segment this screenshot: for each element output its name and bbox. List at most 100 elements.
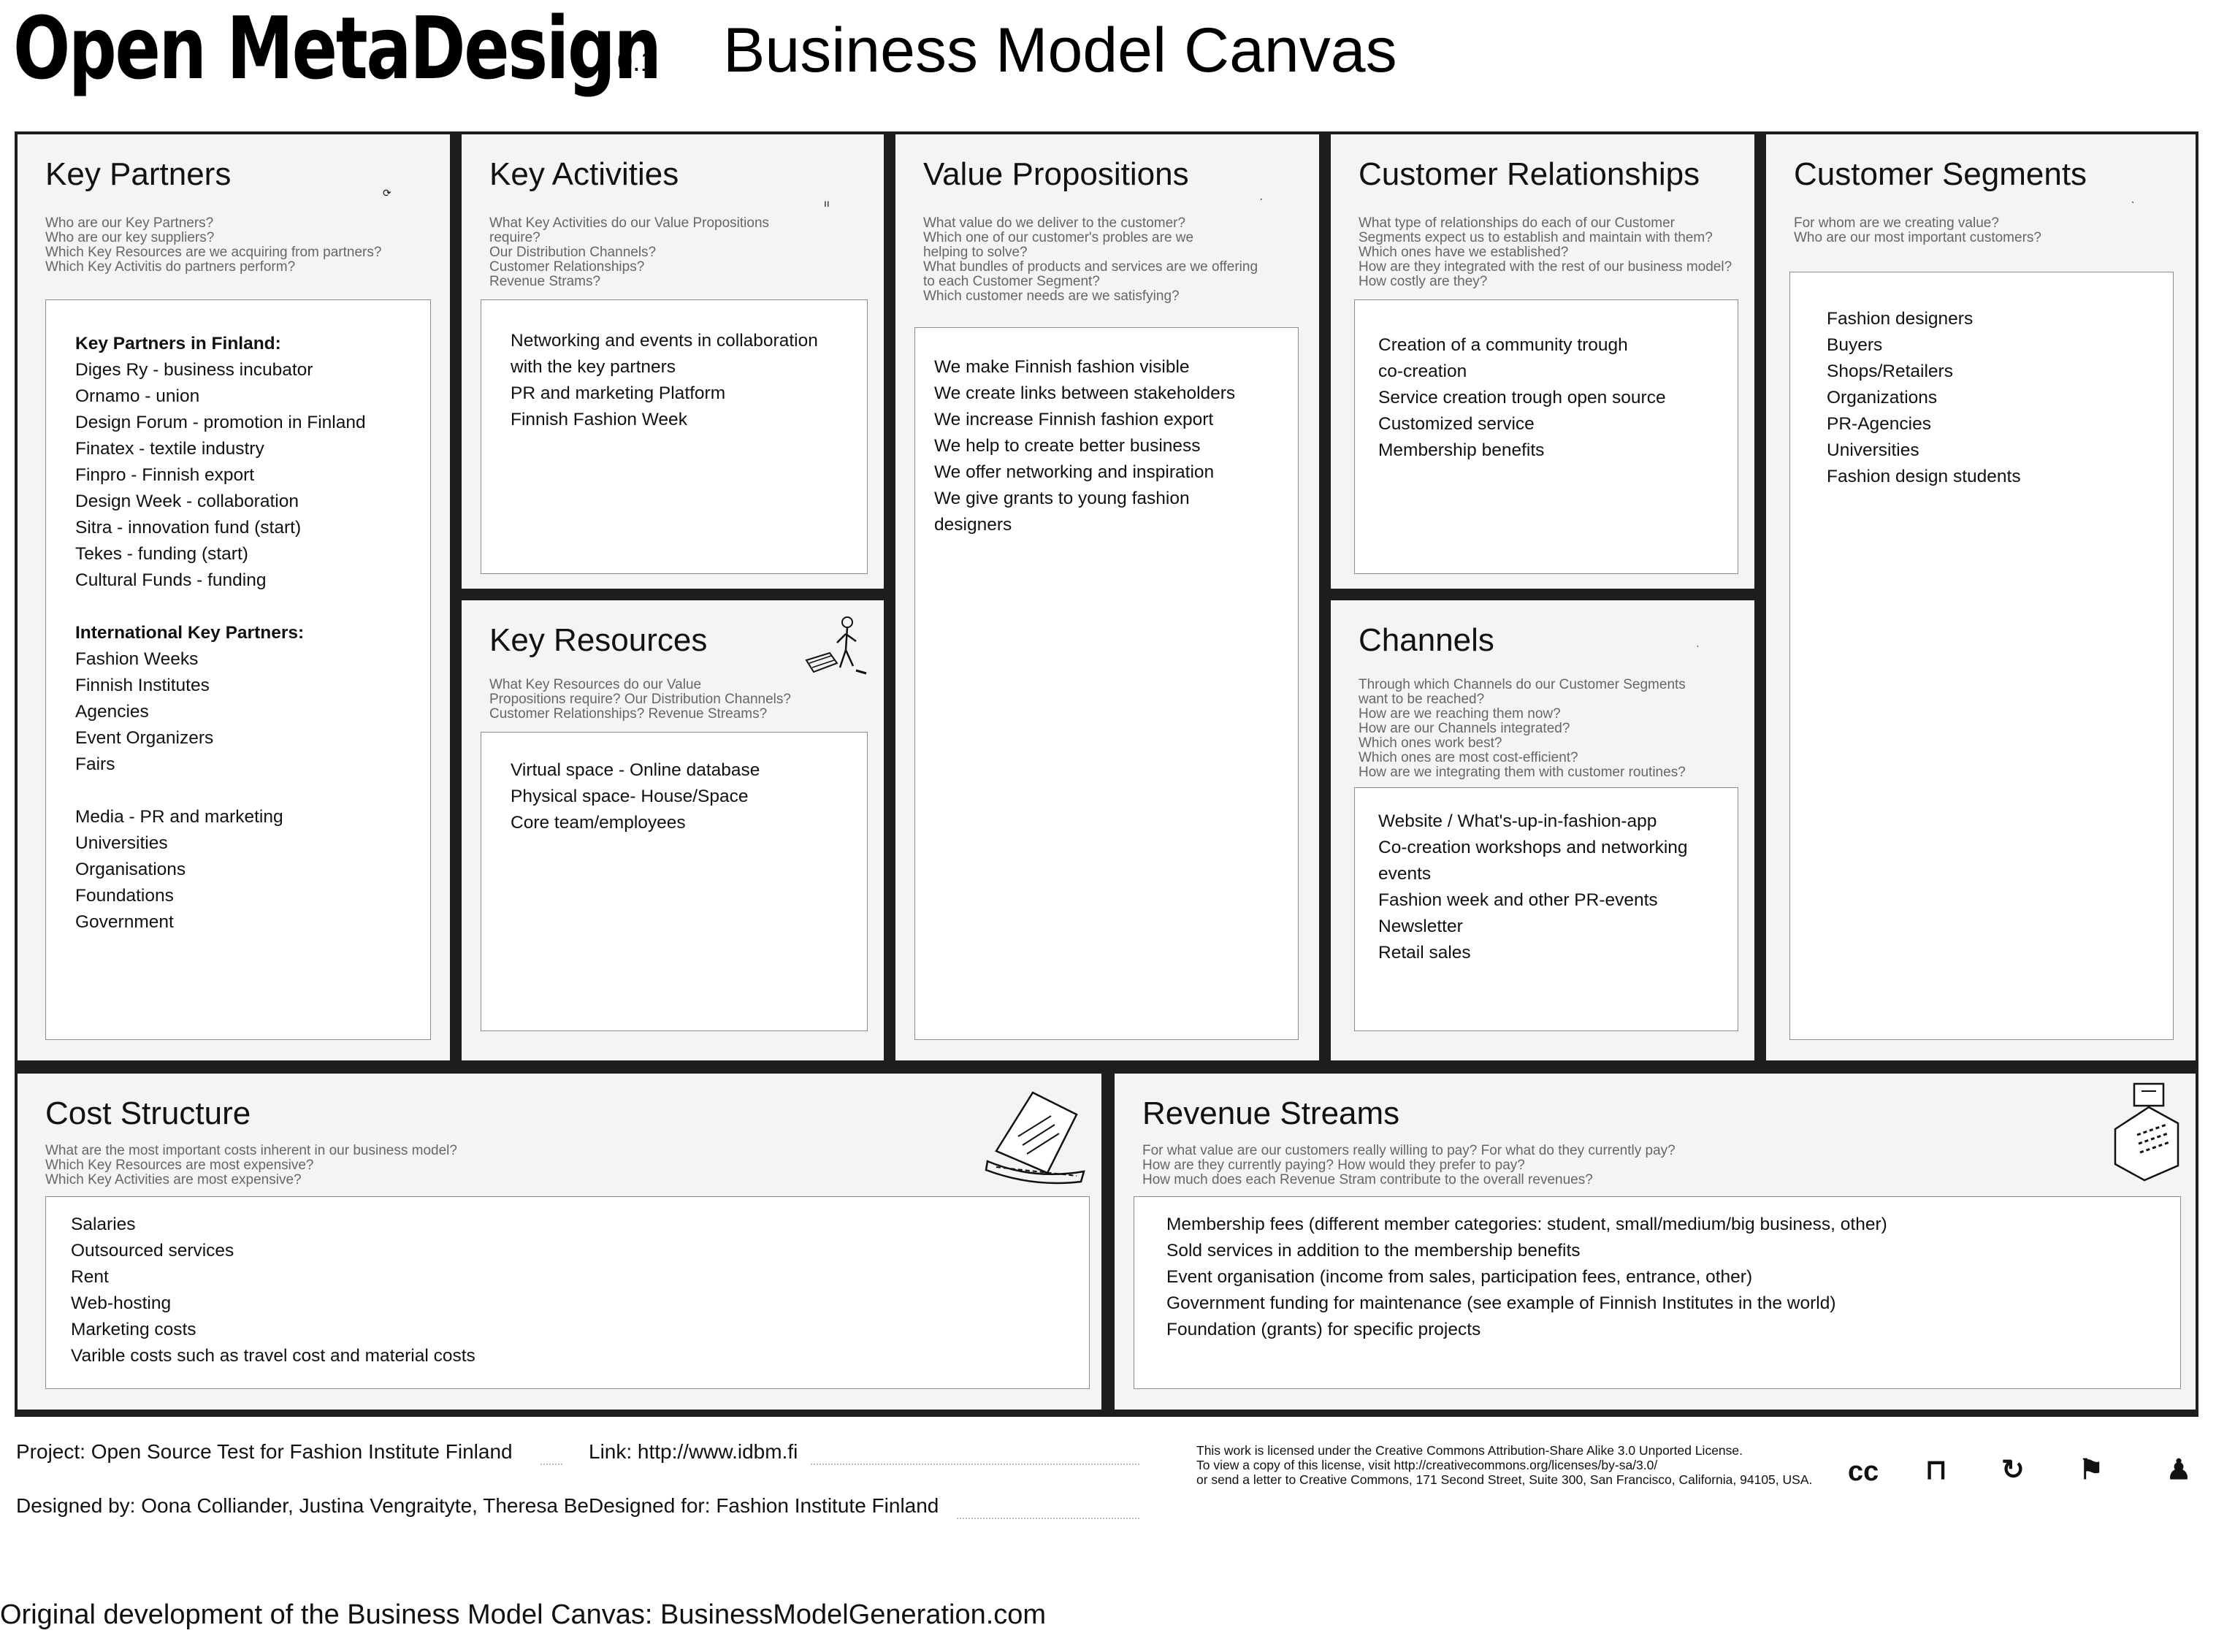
guiding-questions: What are the most important costs inhere…	[45, 1143, 457, 1188]
list-item: Physical space- House/Space	[511, 787, 749, 806]
list-heading: International Key Partners:	[75, 623, 305, 643]
truck-icon: ˌ	[1696, 635, 1700, 647]
list-item: Shops/Retailers	[1827, 362, 1953, 381]
guiding-questions: What Key Activities do our Value Proposi…	[489, 215, 770, 289]
list-item: Design Forum - promotion in Finland	[75, 413, 366, 432]
origin-credit: Original development of the Business Mod…	[0, 1599, 1047, 1630]
guiding-questions: What value do we deliver to the customer…	[923, 215, 1258, 304]
block-title: Cost Structure	[45, 1095, 251, 1131]
link-field[interactable]: Link: http://www.idbm.fi	[589, 1440, 798, 1463]
person-icon: ♟	[2166, 1455, 2192, 1485]
list-item: co-creation	[1378, 362, 1467, 381]
list-item: Fashion design students	[1827, 467, 2021, 486]
version-label: 0.1	[617, 47, 656, 77]
list-item: Finnish Fashion Week	[511, 410, 687, 429]
list-item: Foundation (grants) for specific project…	[1166, 1320, 1481, 1339]
worker-icon	[805, 616, 867, 675]
list-item: Organisations	[75, 860, 186, 879]
key-partners-note[interactable]: Key Partners in Finland: Diges Ry - busi…	[45, 299, 431, 1040]
list-item: Finpro - Finnish export	[75, 465, 255, 485]
page-title: Business Model Canvas	[723, 15, 1397, 85]
list-item: We offer networking and inspiration	[934, 462, 1215, 482]
project-field-underline	[540, 1464, 562, 1465]
people-icon: ˎ	[2131, 191, 2135, 203]
list-item: Design Week - collaboration	[75, 492, 299, 511]
gift-icon: ˏ	[1259, 188, 1263, 200]
list-item: Event organisation (income from sales, p…	[1166, 1267, 1753, 1287]
block-title: Customer Segments	[1794, 156, 2087, 192]
list-item: We help to create better business	[934, 436, 1201, 456]
list-item: Media - PR and marketing	[75, 807, 283, 827]
chain-link-icon: ⟳	[383, 187, 391, 199]
block-revenue-streams: Revenue Streams For what value are our c…	[1115, 1074, 2196, 1410]
list-item: designers	[934, 515, 1012, 535]
guiding-questions: For whom are we creating value? Who are …	[1794, 215, 2041, 245]
list-item: Finnish Institutes	[75, 676, 210, 695]
list-item: Sold services in addition to the members…	[1166, 1241, 1581, 1261]
list-item: Universities	[75, 833, 168, 853]
block-title: Channels	[1359, 622, 1494, 658]
cash-register-icon	[2114, 1082, 2179, 1182]
list-item: Varible costs such as travel cost and ma…	[71, 1346, 475, 1366]
list-item: Marketing costs	[71, 1320, 196, 1339]
list-item: Outsourced services	[71, 1241, 234, 1261]
guiding-questions: For what value are our customers really …	[1142, 1143, 1676, 1188]
list-item: We increase Finnish fashion export	[934, 410, 1214, 429]
list-item: Fashion designers	[1827, 309, 1974, 329]
list-item: Salaries	[71, 1215, 136, 1234]
block-channels: Channels Through which Channels do our C…	[1331, 600, 1754, 1060]
revenue-streams-note[interactable]: Membership fees (different member catego…	[1134, 1196, 2181, 1389]
list-item: Foundations	[75, 886, 174, 906]
share-icon: ↻	[2001, 1455, 2025, 1485]
list-item: Government funding for maintenance (see …	[1166, 1293, 1836, 1313]
block-title: Key Activities	[489, 156, 679, 192]
attribution-icon: ⚑	[2079, 1455, 2104, 1485]
cc-icon: cc	[1848, 1456, 1879, 1487]
list-item: Membership benefits	[1378, 440, 1545, 460]
list-item: We give grants to young fashion	[934, 489, 1190, 508]
list-heading: Key Partners in Finland:	[75, 334, 281, 353]
list-item: Service creation trough open source	[1378, 388, 1666, 408]
list-item: Fashion Weeks	[75, 649, 199, 669]
project-field[interactable]: Project: Open Source Test for Fashion In…	[16, 1440, 513, 1463]
block-customer-segments: Customer Segments For whom are we creati…	[1766, 134, 2196, 1060]
value-propositions-note[interactable]: We make Finnish fashion visible We creat…	[914, 327, 1299, 1040]
list-item: Newsletter	[1378, 917, 1463, 936]
cost-structure-note[interactable]: Salaries Outsourced services Rent Web-ho…	[45, 1196, 1090, 1389]
list-item: Government	[75, 912, 174, 932]
list-item: Networking and events in collaboration	[511, 331, 818, 351]
list-item: Tekes - funding (start)	[75, 544, 248, 564]
list-item: Core team/employees	[511, 813, 686, 833]
block-title: Value Propositions	[923, 156, 1189, 192]
block-title: Key Partners	[45, 156, 232, 192]
list-item: events	[1378, 864, 1432, 884]
designed-for-underline	[957, 1518, 1139, 1519]
list-item: Virtual space - Online database	[511, 760, 760, 780]
list-item: Event Organizers	[75, 728, 214, 748]
customer-segments-note[interactable]: Fashion designers Buyers Shops/Retailers…	[1789, 272, 2174, 1040]
customer-relationships-note[interactable]: Creation of a community trough co-creati…	[1354, 299, 1738, 574]
list-item: Buyers	[1827, 335, 1883, 355]
block-title: Key Resources	[489, 622, 708, 658]
designed-by-field[interactable]: Designed by: Oona Colliander, Justina Ve…	[16, 1494, 607, 1517]
designed-for-field[interactable]: Designed for: Fashion Institute Finland	[589, 1494, 939, 1518]
block-value-propositions: Value Propositions What value do we deli…	[895, 134, 1319, 1060]
guiding-questions: Through which Channels do our Customer S…	[1359, 677, 1686, 780]
tools-icon: ıı	[824, 197, 830, 209]
block-title: Customer Relationships	[1359, 156, 1700, 192]
license-text: This work is licensed under the Creative…	[1196, 1443, 1813, 1487]
block-key-activities: Key Activities What Key Activities do ou…	[462, 134, 884, 589]
channels-note[interactable]: Website / What's-up-in-fashion-app Co-cr…	[1354, 787, 1738, 1031]
canvas-board: Key Partners Who are our Key Partners? W…	[15, 131, 2198, 1417]
key-activities-note[interactable]: Networking and events in collaboration w…	[481, 299, 868, 574]
list-item: Diges Ry - business incubator	[75, 360, 313, 380]
list-item: Universities	[1827, 440, 1919, 460]
list-item: Customized service	[1378, 414, 1535, 434]
guiding-questions: Who are our Key Partners? Who are our ke…	[45, 215, 382, 275]
list-item: Co-creation workshops and networking	[1378, 838, 1688, 857]
list-item: Website / What's-up-in-fashion-app	[1378, 811, 1657, 831]
list-item: Retail sales	[1378, 943, 1471, 963]
key-resources-note[interactable]: Virtual space - Online database Physical…	[481, 732, 868, 1031]
list-item: with the key partners	[511, 357, 676, 377]
block-key-resources: Key Resources What Key Resources do our …	[462, 600, 884, 1060]
